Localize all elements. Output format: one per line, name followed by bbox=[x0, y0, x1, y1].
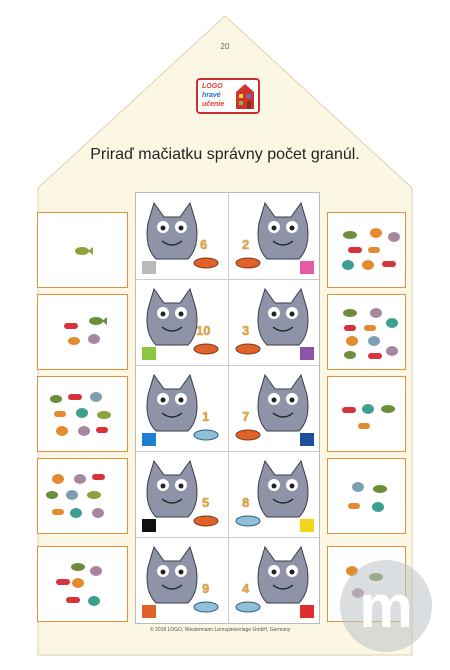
pellet-group bbox=[348, 482, 387, 512]
number-badge: 1 bbox=[202, 409, 210, 424]
pellet-group bbox=[342, 404, 395, 429]
number-badge: 9 bbox=[202, 581, 210, 596]
cat-card-row1-left[interactable]: 6 bbox=[136, 193, 227, 279]
color-swatch bbox=[142, 261, 156, 274]
page-number: 20 bbox=[220, 42, 230, 51]
cat-card-row4-left[interactable]: 5 bbox=[136, 451, 227, 537]
pellet-card-left-3[interactable] bbox=[37, 376, 128, 452]
pellet-card-right-3[interactable] bbox=[327, 376, 406, 452]
cat-with-bowl-icon bbox=[235, 545, 309, 613]
row-divider bbox=[136, 279, 319, 280]
logo-word-3: učenie bbox=[202, 101, 225, 108]
pellet-card-left-4[interactable] bbox=[37, 458, 128, 534]
cat-card-row1-right[interactable]: 2 bbox=[228, 193, 319, 279]
pellet-group bbox=[75, 247, 93, 255]
cat-with-bowl-icon bbox=[146, 201, 219, 269]
row-divider bbox=[136, 537, 319, 538]
color-swatch bbox=[300, 519, 314, 532]
watermark-logo: m bbox=[340, 560, 432, 652]
cat-with-bowl-icon bbox=[146, 373, 219, 441]
number-badge: 4 bbox=[242, 581, 250, 596]
cat-board: 6 2 10 3 bbox=[135, 192, 320, 624]
cat-card-row3-right[interactable]: 7 bbox=[228, 365, 319, 451]
instruction-text: Priraď mačiatku správny počet granúl. bbox=[90, 146, 360, 163]
cat-card-row5-right[interactable]: 4 bbox=[228, 537, 319, 623]
color-swatch bbox=[300, 605, 314, 618]
pellet-group bbox=[343, 308, 398, 359]
color-swatch bbox=[300, 347, 314, 360]
cat-with-bowl-icon bbox=[146, 459, 219, 527]
pellet-group bbox=[64, 317, 107, 345]
number-badge: 3 bbox=[242, 323, 250, 338]
pellet-group bbox=[50, 392, 111, 436]
row-divider bbox=[136, 451, 319, 452]
color-swatch bbox=[142, 605, 156, 618]
pellet-group bbox=[46, 474, 105, 518]
logo-house-icon bbox=[236, 84, 254, 109]
number-badge: 10 bbox=[196, 323, 211, 338]
cat-with-bowl-icon bbox=[235, 201, 309, 269]
cat-with-bowl-icon bbox=[235, 373, 309, 441]
pellet-card-right-2[interactable] bbox=[327, 294, 406, 370]
row-divider bbox=[136, 365, 319, 366]
cat-card-row5-left[interactable]: 9 bbox=[136, 537, 227, 623]
board-divider bbox=[228, 193, 229, 623]
cat-with-bowl-icon bbox=[146, 287, 219, 355]
logo-word-2: hravé bbox=[202, 92, 221, 99]
number-badge: 2 bbox=[242, 237, 250, 252]
logo-word-1: LOGO bbox=[202, 83, 223, 90]
cat-card-row2-right[interactable]: 3 bbox=[228, 279, 319, 365]
pellet-card-right-4[interactable] bbox=[327, 458, 406, 534]
cat-card-row4-right[interactable]: 8 bbox=[228, 451, 319, 537]
color-swatch bbox=[142, 347, 156, 360]
cat-card-row2-left[interactable]: 10 bbox=[136, 279, 227, 365]
color-swatch bbox=[300, 261, 314, 274]
pellet-card-left-1[interactable] bbox=[37, 212, 128, 288]
pellet-card-left-5[interactable] bbox=[37, 546, 128, 622]
number-badge: 7 bbox=[242, 409, 250, 424]
logo: LOGO hravé učenie bbox=[196, 78, 260, 114]
watermark-letter: m bbox=[359, 573, 413, 640]
number-badge: 5 bbox=[202, 495, 210, 510]
number-badge: 6 bbox=[200, 237, 208, 252]
copyright-text: © 2018 LOGO, Westermann Lernspielverlage… bbox=[150, 627, 291, 633]
pellet-card-right-1[interactable] bbox=[327, 212, 406, 288]
pellet-card-left-2[interactable] bbox=[37, 294, 128, 370]
color-swatch bbox=[300, 433, 314, 446]
pellet-group bbox=[56, 563, 102, 606]
cat-with-bowl-icon bbox=[235, 459, 309, 527]
cat-with-bowl-icon bbox=[146, 545, 219, 613]
cat-with-bowl-icon bbox=[235, 287, 309, 355]
color-swatch bbox=[142, 519, 156, 532]
number-badge: 8 bbox=[242, 495, 250, 510]
cat-card-row3-left[interactable]: 1 bbox=[136, 365, 227, 451]
pellet-group bbox=[342, 228, 400, 270]
color-swatch bbox=[142, 433, 156, 446]
